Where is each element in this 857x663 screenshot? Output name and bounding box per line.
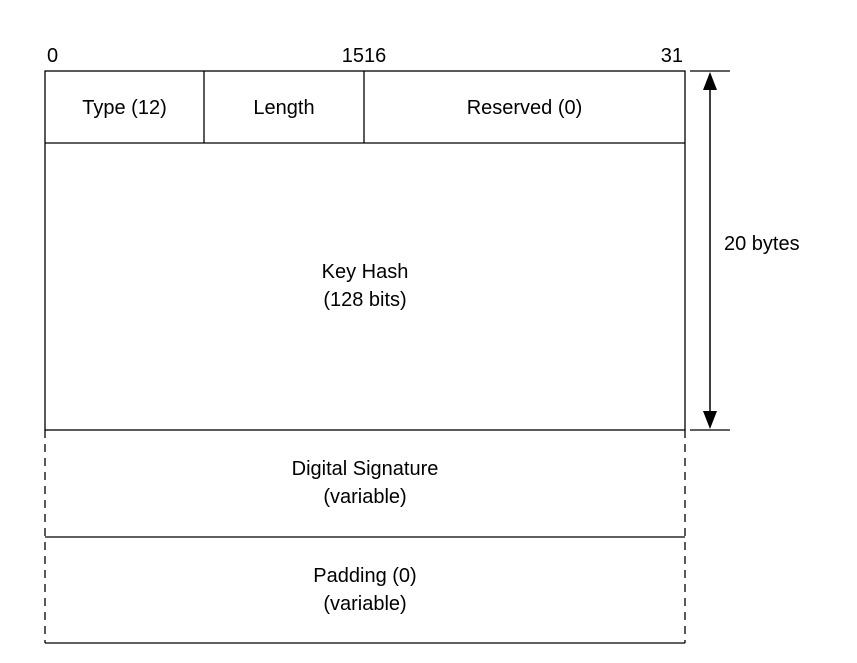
type-field: Type (12) — [82, 97, 166, 119]
key-hash-size: (128 bits) — [323, 289, 406, 311]
digital-signature-label: Digital Signature — [292, 458, 439, 480]
padding-label: Padding (0) — [313, 565, 416, 587]
length-field: Length — [253, 97, 314, 119]
reserved-field: Reserved (0) — [467, 97, 583, 119]
size-arrow-down-head — [703, 411, 717, 429]
bit-label-1516: 1516 — [342, 45, 387, 67]
fixed-section-outline — [44, 70, 686, 431]
padding-size: (variable) — [323, 593, 406, 615]
bit-label-31: 31 — [661, 45, 683, 67]
size-label: 20 bytes — [724, 233, 800, 255]
bit-label-0: 0 — [47, 45, 58, 67]
digital-signature-size: (variable) — [323, 486, 406, 508]
size-arrow-up-head — [703, 72, 717, 90]
key-hash-label: Key Hash — [322, 261, 409, 283]
